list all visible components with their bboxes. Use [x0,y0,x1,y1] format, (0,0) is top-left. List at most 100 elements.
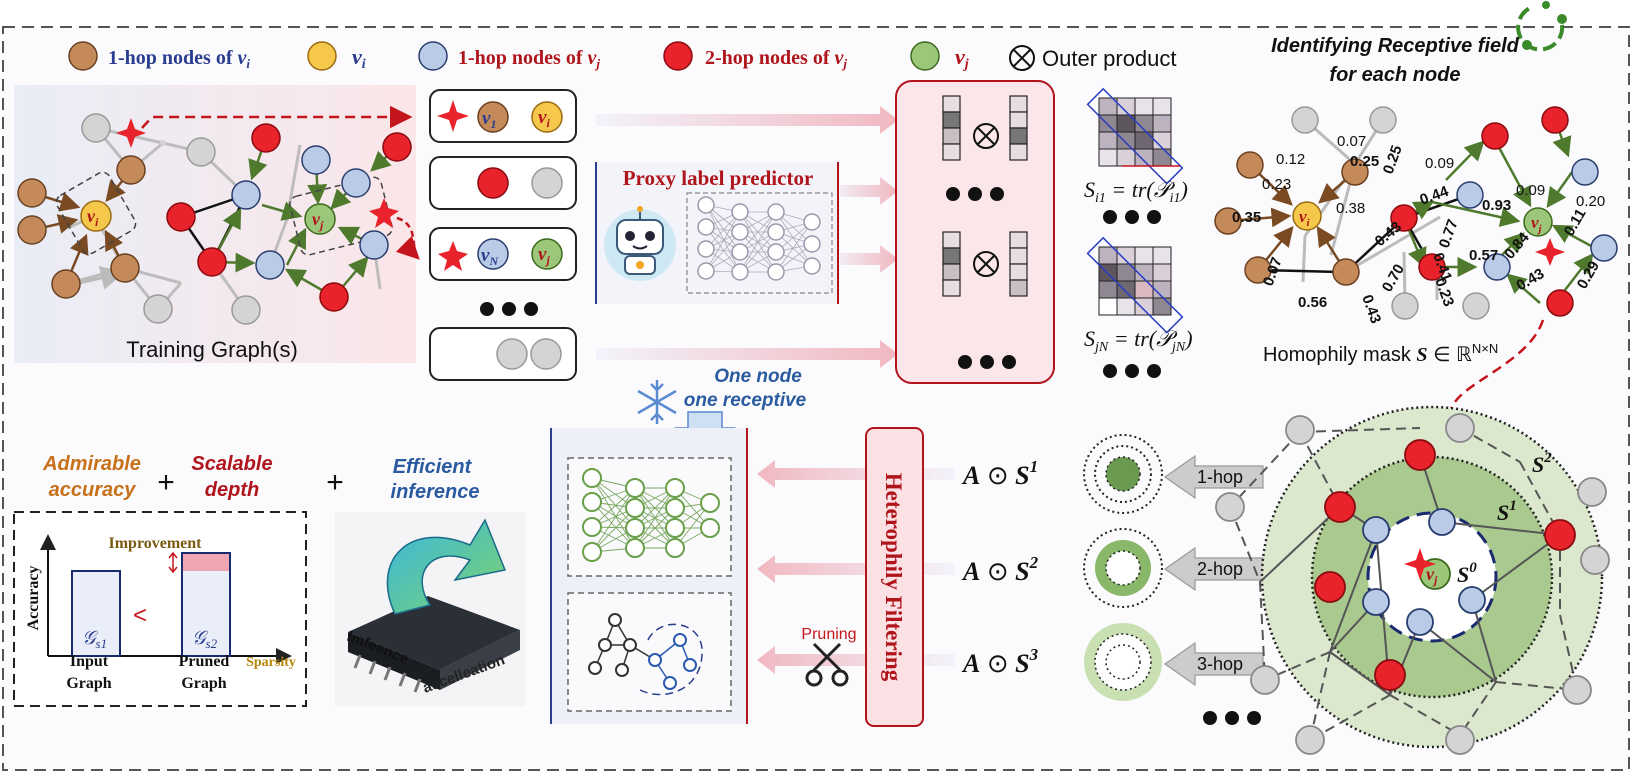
formula-a-s1: A ⊙ S1 [961,457,1038,490]
svg-text:0.09: 0.09 [1425,155,1454,172]
ellipsis-icon [1103,364,1161,378]
admirable-line2: accuracy [49,479,137,501]
hop-2-label: 2-hop [1197,559,1243,579]
ellipsis-icon [946,187,1016,369]
matrix-i1 [1086,87,1184,185]
svg-text:vj: vj [538,244,550,267]
heterophily-label: Heterophily Filtering [881,473,906,682]
svg-text:vi: vi [538,107,550,130]
legend-green-node [910,41,940,71]
legend-hop2-vj: 2-hop nodes of vj [705,47,847,71]
ring-s0-label: S0 [1457,560,1477,587]
scalable-line2: depth [205,479,259,501]
one-node-line1: One node [714,366,802,387]
svg-text:vj: vj [1531,213,1543,235]
pruning-label: Pruning [801,626,856,643]
heterophily-filter: Heterophily Filtering [865,427,924,727]
svg-text:vj: vj [1426,564,1438,587]
gnn-box [550,428,748,724]
plus-sign: + [157,466,175,499]
svg-text:0.57: 0.57 [1469,247,1498,264]
ellipsis-icon [1103,210,1161,224]
sparsity-label: Sparsity [246,655,296,670]
homophily-graph: vi vj 0.07 0.12 0.23 0.38 0.35 0.07 0.56… [1214,106,1618,366]
legend-red-node [663,41,693,71]
legend: 1-hop nodes of vi vi 1-hop nodes of vj 2… [68,41,1177,72]
training-graph: vi vj Training Graph(s) [14,85,420,363]
arrows-to-gnn [757,460,955,674]
formula-s-jn: SjN = tr(𝒫jN) [1084,326,1193,355]
proxy-label-predictor: Proxy label predictor [595,162,840,304]
training-graph-label: Training Graph(s) [126,337,298,362]
training-vi-node [80,200,112,232]
homophily-label: Homophily mask S ∈ ℝN×N [1263,341,1498,366]
legend-brown-node [68,41,98,71]
svg-text:𝒢s1: 𝒢s1 [82,628,107,651]
svg-text:0.56: 0.56 [1298,294,1327,311]
ring-s2-label: S2 [1532,450,1552,477]
svg-text:0.38: 0.38 [1336,200,1365,217]
svg-text:0.12: 0.12 [1276,151,1305,168]
hop-3-label: 3-hop [1197,654,1243,674]
ellipsis-icon [1203,711,1261,725]
node-pair-list: v1 vi vN vj [429,89,577,381]
svg-text:vi: vi [1299,207,1311,229]
efficient-line2: inference [391,481,480,503]
scalable-line1: Scalable [191,453,272,475]
star-icon [437,100,469,132]
ellipsis-icon [480,302,538,316]
outer-product-icon [1009,45,1035,71]
input-label-2: Graph [66,675,111,692]
improvement-band [183,554,229,571]
legend-vi: vi [352,44,366,72]
outer-product-icon [973,123,999,277]
svg-text:vj: vj [312,209,324,232]
formula-a-s2: A ⊙ S2 [961,553,1039,586]
matrix-jn [1086,236,1184,334]
legend-blue-node [418,41,448,71]
ring-s1-label: S1 [1497,498,1517,525]
chart-y-label: Accuracy [25,566,42,631]
green-nn-icon [591,477,711,553]
svg-text:0.23: 0.23 [1262,176,1291,193]
svg-text:vN: vN [481,245,499,268]
inference-chip-image: Imfeence accelleation [335,512,525,706]
scissors-icon [805,642,849,687]
star-icon [116,118,146,148]
star-icon [1404,548,1436,580]
title-line1: Identifying Receptive field [1271,35,1520,57]
svg-text:0.93: 0.93 [1482,197,1511,214]
pruned-label-1: Pruned [179,653,230,670]
svg-text:0.20: 0.20 [1576,193,1605,210]
star-icon [369,198,399,228]
efficient-line1: Efficient [393,456,473,478]
star-icon [438,241,468,271]
input-label-1: Input [70,653,109,670]
ring-icons [1083,434,1163,701]
plus-sign: + [326,466,344,499]
admirable-line1: Admirable [42,453,141,475]
snowflake-icon [637,380,677,424]
legend-vj: vj [955,44,969,72]
formula-s-i1: Si1 = tr(𝒫i1) [1084,177,1188,206]
legend-hop1-vi: 1-hop nodes of vi [108,47,250,71]
nn-icon [705,204,813,273]
formula-a-s3: A ⊙ S3 [961,645,1039,678]
training-vj-node [304,203,336,235]
svg-text:0.35: 0.35 [1232,209,1261,226]
one-node-line2: one receptive [684,390,807,411]
robot-icon [604,206,676,281]
legend-yellow-node [307,41,337,71]
bottom-left-summary: Admirable accuracy + Scalable depth + Ef… [13,453,525,707]
cycle-icon [1516,1,1567,52]
svg-text:vi: vi [87,206,99,229]
proxy-title: Proxy label predictor [623,166,814,190]
svg-text:0.07: 0.07 [1337,133,1366,150]
pruned-graph-icon [588,613,703,696]
less-than: < [133,602,147,629]
mini-chart-frame [13,511,307,707]
receptive-rings: vj S2 S1 S0 [1215,405,1610,755]
arrows-to-outer-product [596,106,898,368]
training-graph-bg [14,85,416,363]
